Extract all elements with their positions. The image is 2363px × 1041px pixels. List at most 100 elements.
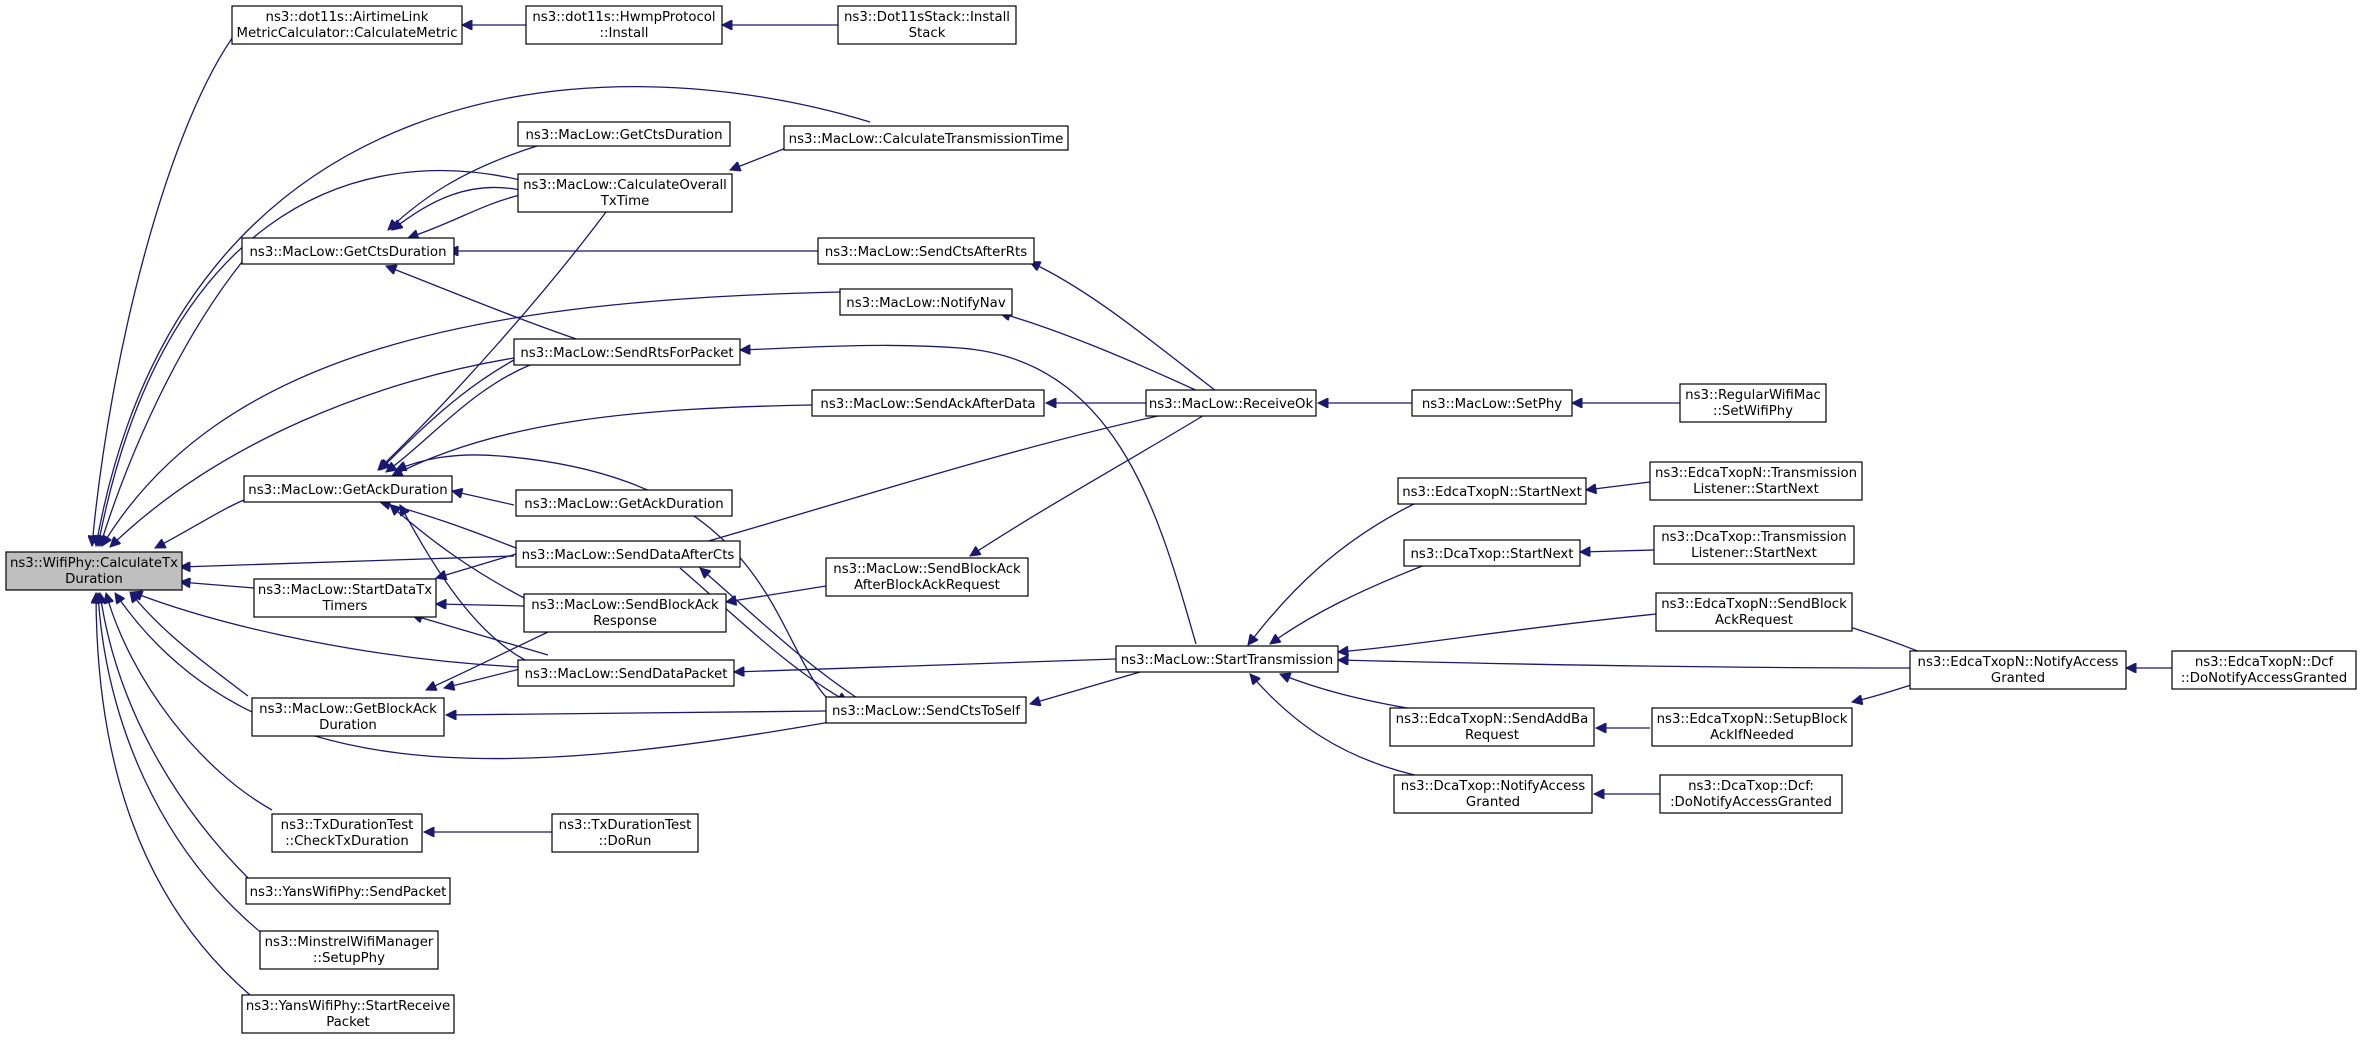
edge-senddataaftercts-root xyxy=(180,555,515,567)
node-maclow-sendblockackresponse[interactable]: ns3::MacLow::SendBlockAck Response xyxy=(523,593,727,633)
edge-calctranstime-root xyxy=(96,85,871,546)
node-maclow-notifynav[interactable]: ns3::MacLow::NotifyNav xyxy=(839,288,1013,316)
node-edcatxopn-dcf-donotifyaccessgranted[interactable]: ns3::EdcaTxopN::Dcf ::DoNotifyAccessGran… xyxy=(2171,650,2357,690)
svg-text:ns3::MacLow::ReceiveOk: ns3::MacLow::ReceiveOk xyxy=(1149,397,1314,412)
node-regularwifimac-setwifiphy[interactable]: ns3::RegularWifiMac ::SetWifiPhy xyxy=(1679,383,1827,423)
svg-text:Granted: Granted xyxy=(1991,671,2045,686)
svg-text:MetricCalculator::CalculateMet: MetricCalculator::CalculateMetric xyxy=(236,26,457,41)
node-dcatxop-notifyaccessgranted[interactable]: ns3::DcaTxop::NotifyAccess Granted xyxy=(1393,774,1593,814)
edge-getackmid-getack xyxy=(452,491,515,506)
edge-edcatlstartnext-edcastartnext xyxy=(1586,481,1651,490)
node-dcatxop-transmissionlistener-startnext[interactable]: ns3::DcaTxop::Transmission Listener::Sta… xyxy=(1653,525,1855,565)
edge-senddataaftercts-sendctstoself xyxy=(679,567,848,703)
svg-text:ns3::MacLow::SendCtsToSelf: ns3::MacLow::SendCtsToSelf xyxy=(832,704,1020,719)
edge-senddatapacket-root xyxy=(132,592,521,668)
svg-text:ns3::MacLow::SendCtsAfterRts: ns3::MacLow::SendCtsAfterRts xyxy=(825,245,1027,260)
svg-text:ns3::MacLow::CalculateOverall: ns3::MacLow::CalculateOverall xyxy=(523,178,727,193)
edge-dcatlstartnext-dcastartnext xyxy=(1580,550,1655,552)
svg-text:Listener::StartNext: Listener::StartNext xyxy=(1691,546,1817,561)
svg-text:::DoRun: ::DoRun xyxy=(599,834,652,849)
svg-text:ns3::MacLow::GetBlockAck: ns3::MacLow::GetBlockAck xyxy=(259,702,437,717)
svg-text:Duration: Duration xyxy=(65,572,123,587)
edge-dcastartnext-starttransmission xyxy=(1270,562,1431,644)
node-dot11sstack-installstack[interactable]: ns3::Dot11sStack::Install Stack xyxy=(837,5,1017,45)
node-maclow-senddatapacket[interactable]: ns3::MacLow::SendDataPacket xyxy=(517,659,735,687)
svg-text:ns3::EdcaTxopN::Transmission: ns3::EdcaTxopN::Transmission xyxy=(1655,466,1857,481)
node-maclow-getackduration-mid[interactable]: ns3::MacLow::GetAckDuration xyxy=(515,489,733,517)
svg-text:::SetupPhy: ::SetupPhy xyxy=(313,951,385,966)
node-airtimelink-calculatemetric[interactable]: ns3::dot11s::AirtimeLink MetricCalculato… xyxy=(231,5,463,45)
svg-text:ns3::EdcaTxopN::NotifyAccess: ns3::EdcaTxopN::NotifyAccess xyxy=(1918,655,2119,670)
svg-text:ns3::MacLow::SendRtsForPacket: ns3::MacLow::SendRtsForPacket xyxy=(520,346,733,361)
node-yanswifiphy-startreceivepacket[interactable]: ns3::YansWifiPhy::StartReceive Packet xyxy=(241,994,455,1034)
node-hwmpprotocol-install[interactable]: ns3::dot11s::HwmpProtocol ::Install xyxy=(525,5,723,45)
svg-text:ns3::TxDurationTest: ns3::TxDurationTest xyxy=(559,818,692,833)
edge-sendctstoself-root xyxy=(115,593,831,760)
node-dcatxop-dcf-donotifyaccessgranted[interactable]: ns3::DcaTxop::Dcf: :DoNotifyAccessGrante… xyxy=(1659,774,1843,814)
svg-text:ns3::MacLow::SendDataPacket: ns3::MacLow::SendDataPacket xyxy=(525,667,728,682)
node-maclow-sendackafterdata[interactable]: ns3::MacLow::SendAckAfterData xyxy=(811,389,1045,417)
svg-text:Timers: Timers xyxy=(322,599,368,614)
node-minstrelwifimanager-setupphy[interactable]: ns3::MinstrelWifiManager ::SetupPhy xyxy=(259,930,439,970)
svg-text:ns3::MinstrelWifiManager: ns3::MinstrelWifiManager xyxy=(265,935,434,950)
svg-text:::SetWifiPhy: ::SetWifiPhy xyxy=(1713,404,1793,419)
node-txdurationtest-checktxduration[interactable]: ns3::TxDurationTest ::CheckTxDuration xyxy=(271,813,423,853)
edge-receiveok-sendbaafterbar xyxy=(970,413,1207,556)
node-maclow-getblockackduration[interactable]: ns3::MacLow::GetBlockAck Duration xyxy=(251,697,445,737)
node-yanswifiphy-sendpacket[interactable]: ns3::YansWifiPhy::SendPacket xyxy=(245,877,451,905)
svg-text:ns3::MacLow::SendDataAfterCts: ns3::MacLow::SendDataAfterCts xyxy=(522,548,735,563)
edge-getcts-root xyxy=(100,261,243,546)
svg-text:ns3::MacLow::SendBlockAck: ns3::MacLow::SendBlockAck xyxy=(833,562,1021,577)
node-maclow-receiveok[interactable]: ns3::MacLow::ReceiveOk xyxy=(1145,389,1317,417)
edge-dcanotifyaccess-starttransmission xyxy=(1250,674,1429,779)
svg-text:ns3::MacLow::GetAckDuration: ns3::MacLow::GetAckDuration xyxy=(524,497,723,512)
node-edcatxopn-sendaddbarequest[interactable]: ns3::EdcaTxopN::SendAddBa Request xyxy=(1389,707,1595,747)
node-edcatxopn-notifyaccessgranted[interactable]: ns3::EdcaTxopN::NotifyAccess Granted xyxy=(1909,650,2127,690)
edge-calcoverall-getack xyxy=(378,211,607,470)
node-edcatxopn-setupblockackifneeded[interactable]: ns3::EdcaTxopN::SetupBlock AckIfNeeded xyxy=(1651,707,1853,747)
svg-text:::DoNotifyAccessGranted: ::DoNotifyAccessGranted xyxy=(2181,671,2347,686)
node-maclow-sendctstoself[interactable]: ns3::MacLow::SendCtsToSelf xyxy=(825,696,1027,724)
node-wifiphy-calculatetxduration[interactable]: ns3::WifiPhy::CalculateTx Duration xyxy=(5,551,183,591)
edge-receiveok-notifynav xyxy=(1000,313,1201,393)
node-maclow-calculateoveralltxtime[interactable]: ns3::MacLow::CalculateOverall TxTime xyxy=(517,173,733,213)
node-edcatxopn-sendblockackrequest[interactable]: ns3::EdcaTxopN::SendBlock AckRequest xyxy=(1655,592,1853,632)
node-maclow-sendctsafterrts[interactable]: ns3::MacLow::SendCtsAfterRts xyxy=(817,237,1035,265)
svg-text:ns3::YansWifiPhy::SendPacket: ns3::YansWifiPhy::SendPacket xyxy=(250,885,447,900)
edge-sendrts-getack xyxy=(380,359,515,470)
node-maclow-setphy[interactable]: ns3::MacLow::SetPhy xyxy=(1411,389,1573,417)
node-maclow-sendrtsforpacket[interactable]: ns3::MacLow::SendRtsForPacket xyxy=(513,338,741,366)
node-txdurationtest-dorun[interactable]: ns3::TxDurationTest ::DoRun xyxy=(551,813,699,853)
edge-edcasendbar-starttransmission xyxy=(1338,613,1657,652)
node-maclow-startdatatxtimers[interactable]: ns3::MacLow::StartDataTx Timers xyxy=(253,578,437,618)
svg-text:Response: Response xyxy=(593,614,657,629)
node-maclow-getackduration[interactable]: ns3::MacLow::GetAckDuration xyxy=(243,475,453,503)
svg-text:AckRequest: AckRequest xyxy=(1715,613,1793,628)
node-edcatxopn-startnext[interactable]: ns3::EdcaTxopN::StartNext xyxy=(1397,477,1587,505)
svg-text:Request: Request xyxy=(1465,728,1519,743)
svg-text:AckIfNeeded: AckIfNeeded xyxy=(1710,728,1794,743)
edge-senddatapacket-getblockack xyxy=(444,668,521,688)
edge-startdatatx-root xyxy=(180,582,255,589)
node-maclow-senddataaftercts[interactable]: ns3::MacLow::SendDataAfterCts xyxy=(515,540,741,568)
edge-calcoverall-root xyxy=(98,169,521,546)
svg-text:Duration: Duration xyxy=(319,718,377,733)
node-maclow-calculatetransmissiontime[interactable]: ns3::MacLow::CalculateTransmissionTime xyxy=(783,125,1069,151)
edge-senddatapacket-getack xyxy=(399,505,526,661)
node-edcatxopn-transmissionlistener-startnext[interactable]: ns3::EdcaTxopN::Transmission Listener::S… xyxy=(1649,461,1863,501)
svg-text:ns3::EdcaTxopN::SendBlock: ns3::EdcaTxopN::SendBlock xyxy=(1661,597,1847,612)
edge-edcasendaddba-starttransmission xyxy=(1280,674,1419,711)
node-maclow-sendblockackafterblockackrequest[interactable]: ns3::MacLow::SendBlockAck AfterBlockAckR… xyxy=(825,557,1029,597)
node-dcatxop-startnext[interactable]: ns3::DcaTxop::StartNext xyxy=(1403,539,1581,567)
node-maclow-starttransmission[interactable]: ns3::MacLow::StartTransmission xyxy=(1115,645,1339,673)
svg-text:ns3::MacLow::CalculateTransmis: ns3::MacLow::CalculateTransmissionTime xyxy=(789,132,1064,147)
svg-text::DoNotifyAccessGranted: :DoNotifyAccessGranted xyxy=(1670,795,1832,810)
svg-text:ns3::DcaTxop::Dcf:: ns3::DcaTxop::Dcf: xyxy=(1688,779,1814,794)
node-maclow-getctsduration-mid[interactable]: ns3::MacLow::GetCtsDuration xyxy=(517,121,731,147)
svg-text:ns3::DcaTxop::Transmission: ns3::DcaTxop::Transmission xyxy=(1661,530,1847,545)
node-maclow-getctsduration[interactable]: ns3::MacLow::GetCtsDuration xyxy=(241,237,455,265)
edge-getctsmid-getcts xyxy=(388,144,541,230)
edge-txdurationtest-root xyxy=(106,593,273,811)
svg-text:ns3::dot11s::HwmpProtocol: ns3::dot11s::HwmpProtocol xyxy=(532,10,715,25)
